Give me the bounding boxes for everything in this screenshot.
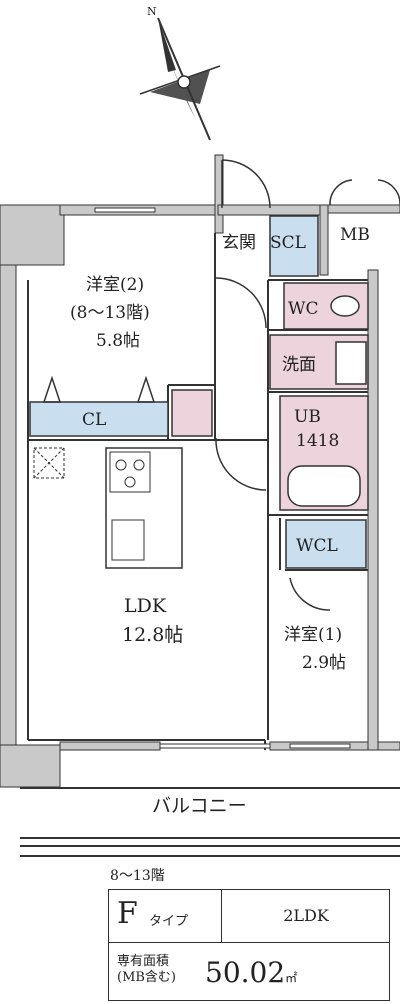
unit-type-letter: F [117,896,138,931]
western-room-1-size: 2.9帖 [302,653,346,673]
area-label: 専有面積 (MB含む) [117,954,176,986]
bathtub [287,465,361,507]
unit-info-top-row: F タイプ 2LDK [109,890,389,943]
compass-north-label: N [147,5,157,18]
kitchen-sink [111,519,145,561]
western-room-2-name: 洋室(2) [86,275,144,295]
washroom-label: 洗面 [282,355,316,375]
bathroom-name: UB [294,407,321,427]
stove-burner-1 [115,459,127,471]
area-number: 50.02 [205,956,286,989]
area-label-line1: 専有面積 [117,954,170,969]
wash-basin [335,341,367,385]
ldk-size: 12.8帖 [122,624,183,646]
balcony-label: バルコニー [152,795,247,817]
ldk-name: LDK [124,595,167,617]
bathroom-size: 1418 [296,431,339,451]
shoe-closet [269,215,319,277]
area-label-line2: (MB含む) [117,970,177,985]
walk-in-closet [285,519,367,569]
stove-burner-2 [133,459,145,471]
shoe-closet-label: SCL [270,233,306,253]
floor-caption: 8～13階 [110,868,165,884]
western-room-1-name: 洋室(1) [284,625,342,645]
refrigerator-space [33,447,65,479]
windows [94,207,351,749]
area-unit: ㎡ [285,971,298,985]
compass: N [139,5,221,141]
outer-walls [0,154,400,788]
unit-info-box: F タイプ 2LDK 専有面積 (MB含む) 50.02㎡ [108,889,390,1001]
walk-in-closet-label: WCL [296,536,338,556]
stove [109,451,151,493]
closet-label: CL [82,410,106,430]
doors [215,159,400,611]
stove-burner-3 [124,476,136,488]
storage-cabinet [171,389,213,437]
unit-type-cell: F タイプ [109,890,222,942]
western-room-2-floors: (8～13階) [70,303,150,323]
entrance-label: 玄関 [222,233,256,253]
western-room-2-size: 5.8帖 [96,331,140,351]
area-value: 50.02㎡ [205,956,297,989]
toilet-label: WC [288,299,318,319]
meter-box-label: MB [340,225,370,245]
closet-cl [29,401,169,437]
unit-type-suffix: タイプ [149,914,189,929]
toilet-bowl [330,295,360,317]
unit-layout-type: 2LDK [283,906,329,925]
interior-walls [20,233,400,857]
